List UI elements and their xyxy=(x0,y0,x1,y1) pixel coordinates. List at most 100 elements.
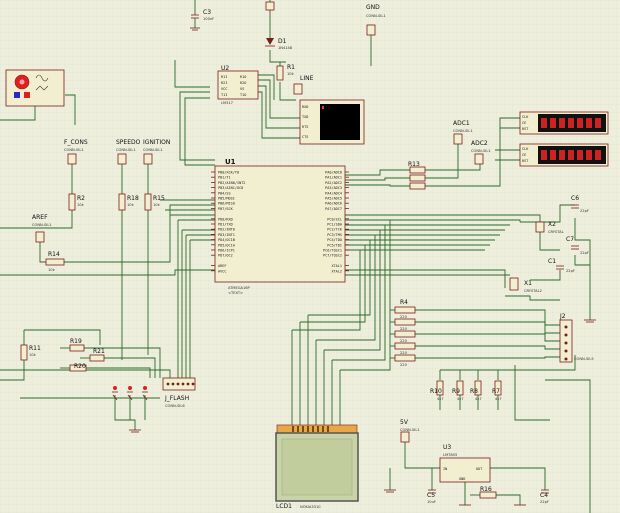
u1-pin-right: PC7/TOSC2 xyxy=(323,254,342,258)
svg-text:CONN-SIL1: CONN-SIL1 xyxy=(116,148,136,152)
connector-adc2[interactable]: ADC2 CONN-SIL1 xyxy=(471,140,491,165)
ic-u2[interactable]: U2 R1I R2I VCC T1I R1O R2O VS T1O LM317 xyxy=(217,65,259,105)
resistor-r11[interactable]: R11 10k xyxy=(20,344,41,361)
d1-type: 1N4148 xyxy=(278,46,293,50)
svg-text:CONN-SIL6: CONN-SIL6 xyxy=(165,404,185,408)
resistor-r9[interactable]: R9 4k7 xyxy=(452,380,464,401)
connector-top[interactable] xyxy=(265,1,275,15)
diode-d1[interactable]: D1 1N4148 xyxy=(265,38,293,50)
resistor-r2[interactable]: R2 10k xyxy=(68,193,85,211)
u1-pin-left: PD6/ICP1 xyxy=(218,249,235,253)
u1-pin-left: PB1/T1 xyxy=(218,176,231,180)
connector-line[interactable]: LINE xyxy=(293,75,314,95)
capacitor-c5[interactable]: C5 10uF xyxy=(427,489,436,504)
resistor-r20[interactable]: R20 xyxy=(69,363,87,372)
gnd-type: CONN-SIL1 xyxy=(366,14,386,18)
svg-text:T1I: T1I xyxy=(221,93,227,97)
crystal-x1[interactable]: X1 CRYSTAL2 xyxy=(509,277,542,293)
j-flash-label: J_FLASH xyxy=(164,395,189,402)
connector-j-flash[interactable]: J_FLASH CONN-SIL6 xyxy=(162,377,196,408)
capacitor-c7[interactable]: C7 22pF xyxy=(566,236,589,255)
capacitor-c4[interactable]: C4 22pF xyxy=(540,489,549,504)
connector-f-cons[interactable]: F_CONS CONN-SIL1 xyxy=(64,139,88,165)
ground-buttons xyxy=(129,429,141,433)
u1-pin-right: PC0/SCL xyxy=(327,217,342,221)
x1-label: X1 xyxy=(524,280,532,287)
connector-aref[interactable]: AREF CONN-SIL1 xyxy=(32,214,52,243)
svg-text:10k: 10k xyxy=(48,268,56,272)
signal-generator[interactable] xyxy=(5,69,65,107)
svg-text:R2O: R2O xyxy=(240,81,246,85)
u1-pin-right: PA5/ADC5 xyxy=(325,197,342,201)
u1-pin-left: AREF xyxy=(218,264,226,268)
svg-text:VS: VS xyxy=(240,87,244,91)
display-top[interactable]: CLK CE RST xyxy=(519,111,609,135)
connector-ignition[interactable]: IGNITION CONN-SIL1 xyxy=(143,139,170,165)
resistor-r4-group[interactable]: R4 220 220 220 220 220 xyxy=(394,299,416,367)
virtual-terminal[interactable]: RXD TXD RTS CTS xyxy=(299,99,365,145)
connector-speedo[interactable]: SPEEDO CONN-SIL1 xyxy=(116,139,141,165)
regulator-u3[interactable]: U3 LM7805 IN OUT GND xyxy=(439,444,491,483)
svg-text:RXD: RXD xyxy=(302,105,308,109)
line-label: LINE xyxy=(300,75,314,82)
push-button-1[interactable] xyxy=(112,386,118,401)
capacitor-c1[interactable]: C1 22pF xyxy=(548,258,575,273)
display-bottom[interactable]: CLK CE RST xyxy=(519,143,609,167)
svg-text:220: 220 xyxy=(400,327,408,331)
svg-text:CONN-SIL1: CONN-SIL1 xyxy=(400,428,420,432)
svg-text:10k: 10k xyxy=(153,203,161,207)
x2-label: X2 xyxy=(548,221,556,228)
u1-pin-right: PC6/TOSC1 xyxy=(323,249,342,253)
resistor-r10[interactable]: R10 4k7 xyxy=(430,380,444,401)
svg-text:CONN-SIL1: CONN-SIL1 xyxy=(453,129,473,133)
svg-text:RST: RST xyxy=(522,159,529,163)
resistor-r7[interactable]: R7 4k7 xyxy=(492,380,502,401)
resistor-r15[interactable]: R15 10k xyxy=(144,193,165,211)
connector-adc1[interactable]: ADC1 CONN-SIL1 xyxy=(453,120,473,145)
resistor-r19[interactable]: R19 xyxy=(69,338,85,352)
connector-j2[interactable]: J2 CONN-SIL5 xyxy=(559,313,594,363)
resistor-r14[interactable]: R14 10k xyxy=(45,251,65,272)
svg-text:LM7805: LM7805 xyxy=(443,453,457,457)
resistor-r13[interactable]: R13 xyxy=(408,161,426,190)
lcd-display[interactable]: LCD1 NOKIA3310 xyxy=(275,424,359,510)
svg-text:CRYSTAL: CRYSTAL xyxy=(548,230,564,234)
svg-text:CONN-SIL1: CONN-SIL1 xyxy=(64,148,84,152)
r11-label: R11 xyxy=(29,345,41,352)
c4-label: C4 xyxy=(540,492,548,499)
resistor-r21[interactable]: R21 xyxy=(89,348,105,362)
svg-text:CLK: CLK xyxy=(522,115,529,119)
connector-5v[interactable]: 5V CONN-SIL1 xyxy=(400,419,420,443)
push-button-2[interactable] xyxy=(127,386,133,401)
svg-text:VCC: VCC xyxy=(221,87,227,91)
r19-label: R19 xyxy=(70,338,82,345)
u1-pin-left: PB5/MOSI xyxy=(218,197,235,201)
j2-label: J2 xyxy=(559,313,566,320)
ic-u1[interactable]: U1 PB0/XCK/T0PB1/T1PB2/AIN0/INT2PB3/AIN1… xyxy=(211,158,349,295)
svg-text:CE: CE xyxy=(522,121,526,125)
u2-type: LM317 xyxy=(221,101,233,105)
push-button-3[interactable] xyxy=(142,386,148,401)
crystal-x2[interactable]: X2 CRYSTAL xyxy=(535,221,564,234)
svg-text:22pF: 22pF xyxy=(580,209,589,213)
u1-pin-right: PC2/TCK xyxy=(327,228,343,232)
u1-pin-left: PD0/RXD xyxy=(218,217,233,221)
5v-label: 5V xyxy=(400,419,409,426)
connector-gnd[interactable]: GND CONN-SIL1 xyxy=(366,4,386,36)
c3-label: C3 xyxy=(203,9,211,16)
capacitor-c3[interactable]: C3 100nF xyxy=(190,9,214,31)
resistor-r1[interactable]: R1 10k xyxy=(276,64,295,81)
svg-text:220: 220 xyxy=(400,363,408,367)
resistor-r16[interactable]: R16 xyxy=(479,486,497,499)
capacitor-c6[interactable]: C6 22pF xyxy=(571,195,589,213)
svg-text:4k7: 4k7 xyxy=(475,397,482,401)
resistor-r18[interactable]: R18 10k xyxy=(118,193,139,211)
svg-text:CE: CE xyxy=(522,153,526,157)
adc2-label: ADC2 xyxy=(471,140,488,147)
svg-text:22pF: 22pF xyxy=(540,500,549,504)
d1-label: D1 xyxy=(278,38,287,45)
svg-text:GND: GND xyxy=(459,477,465,481)
u1-pin-left: PD3/INT1 xyxy=(218,233,235,237)
resistor-r8[interactable]: R8 4k7 xyxy=(470,380,482,401)
